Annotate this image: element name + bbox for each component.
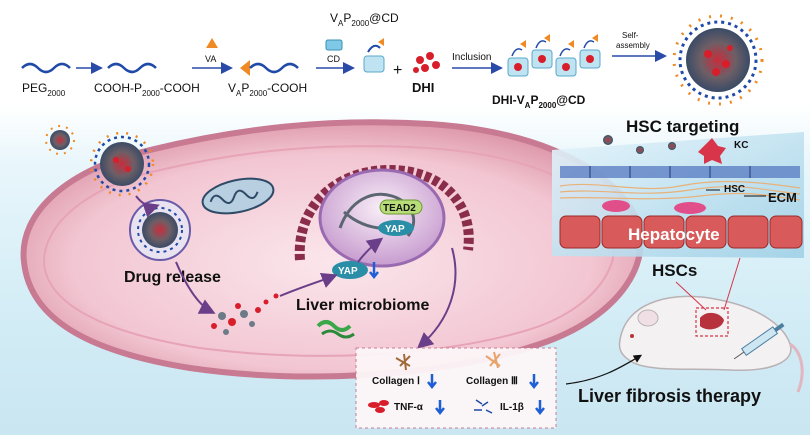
dhi-molecules <box>413 52 440 73</box>
collagen3-down-arrow-icon <box>529 374 539 390</box>
ecm-label: ECM <box>768 190 797 205</box>
cooh-label: COOH-P2000-COOH <box>94 81 200 98</box>
liver-pointer-2 <box>723 257 741 311</box>
vap-label: VAP2000-COOH <box>228 81 307 98</box>
dna-helix-icon <box>338 192 415 237</box>
plus-sign: + <box>393 62 402 79</box>
sinusoid-nanoparticles <box>603 135 676 154</box>
synthesis-scheme: PEG2000 COOH-P2000-COOH VA VAP2000-COOH … <box>21 11 764 110</box>
mouse-illustration <box>618 257 804 393</box>
va-head-icon <box>240 60 250 76</box>
vapcd-construct <box>363 38 385 73</box>
vap-chain <box>249 62 299 74</box>
tnf-down-arrow-icon <box>435 400 445 416</box>
therapy-label: Liver fibrosis therapy <box>578 386 761 406</box>
cd-cup-icon <box>325 39 343 51</box>
nanoparticle-cell <box>89 131 155 197</box>
liver-microbiome-label: Liver microbiome <box>296 297 429 314</box>
liver-tissue-panel: HSC targeting KC HSC ECM <box>552 117 804 258</box>
therapy-arrow <box>565 354 643 385</box>
inclusion-label: Inclusion <box>452 52 491 63</box>
collagen3-icon <box>485 351 501 369</box>
flow-arrow-3 <box>279 273 338 297</box>
tead2-label: TEAD2 <box>383 203 416 214</box>
drug-release-cluster <box>211 293 279 335</box>
tnf-icon <box>368 400 389 413</box>
dhi-label: DHI <box>412 80 434 95</box>
il1b-label: IL-1β <box>500 402 524 413</box>
kc-label: KC <box>734 140 748 151</box>
yap-nucleus-badge <box>378 220 414 236</box>
mouse-tail <box>789 342 804 393</box>
microbiome-icon <box>316 320 352 332</box>
yap-nucleus-label: YAP <box>385 224 405 235</box>
cell: TEAD2 YAP YAP Drug release <box>20 119 644 380</box>
marker-panel: Collagen Ⅰ Collagen Ⅲ TNF-α IL-1β <box>355 347 557 429</box>
liver-focus-box <box>695 307 729 337</box>
endosome <box>129 199 191 261</box>
flow-arrow-2 <box>175 261 216 314</box>
yap-cyto-badge <box>332 261 368 279</box>
nucleus: TEAD2 YAP <box>318 168 446 268</box>
self-assembly-label-2: assembly <box>616 41 650 50</box>
collagen1-icon <box>395 353 411 371</box>
nanoparticle-small <box>45 125 75 155</box>
flow-arrow-1 <box>135 195 160 218</box>
nanoparticle-top <box>672 14 764 106</box>
flow-arrow-4 <box>357 237 384 263</box>
collagen1-down-arrow-icon <box>427 374 437 390</box>
mitochondrion <box>201 177 275 215</box>
self-assembly-label-1: Self- <box>622 31 639 40</box>
hsc-targeting-label: HSC targeting <box>626 117 739 136</box>
va-label: VA <box>205 54 216 64</box>
syringe-icon <box>733 322 785 360</box>
tead2-badge <box>379 199 423 215</box>
peg-chain <box>21 62 71 74</box>
il1b-down-arrow-icon <box>535 400 545 416</box>
dhi-vapcd-label: DHI-VAP2000@CD <box>492 93 586 110</box>
ecm-fibers <box>559 180 801 201</box>
hsc-cell-2 <box>674 202 706 214</box>
cd-label: CD <box>327 54 340 64</box>
cooh-chain <box>107 62 157 74</box>
dhi-vapcd-construct <box>507 34 601 77</box>
kupffer-cell <box>698 138 726 164</box>
yap-down-arrow-icon <box>369 262 379 280</box>
collagen3-label: Collagen Ⅲ <box>466 376 518 387</box>
tnf-label: TNF-α <box>394 402 424 413</box>
va-triangle-icon <box>206 38 218 48</box>
hscs-label: HSCs <box>652 261 697 280</box>
endothelial-layer <box>560 166 800 178</box>
hsc-cell-1 <box>602 200 630 212</box>
hepatocyte-label: Hepatocyte <box>628 225 720 244</box>
peg-label: PEG2000 <box>22 81 66 98</box>
liver-pointer-1 <box>675 281 707 311</box>
vapcd-label: VAP2000@CD <box>330 11 399 28</box>
hepatocyte-layer <box>559 215 803 249</box>
yap-cyto-label: YAP <box>338 266 358 277</box>
flow-arrow-5 <box>416 247 457 349</box>
drug-release-label: Drug release <box>124 269 221 286</box>
mouse-ear <box>637 309 659 327</box>
hsc-label: HSC <box>724 184 745 195</box>
mouse-liver-icon <box>700 312 724 330</box>
il1b-icon <box>474 399 493 414</box>
collagen1-label: Collagen Ⅰ <box>372 376 420 387</box>
mouse-eye <box>630 334 634 338</box>
